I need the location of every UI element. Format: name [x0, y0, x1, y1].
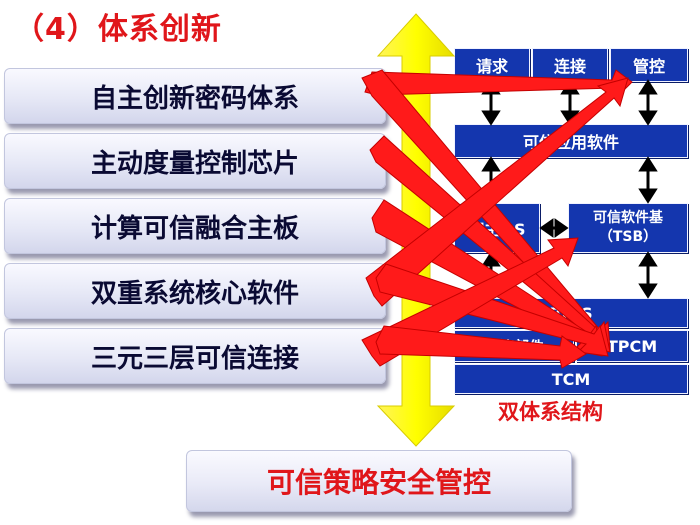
feature-measurement-chip: 主动度量控制芯片	[4, 133, 386, 189]
red-arrows	[361, 69, 633, 369]
arch-connect-box: 连接	[532, 48, 608, 82]
feature-mainboard: 计算可信融合主板	[4, 198, 386, 254]
dual-architecture-caption: 双体系结构	[498, 400, 603, 424]
policy-control-box: 可信策略安全管控	[186, 450, 572, 512]
arch-tcm-box: TCM	[454, 364, 688, 394]
feature-crypto-system: 自主创新密码体系	[4, 68, 386, 124]
feature-dual-system-software: 双重系统核心软件	[4, 263, 386, 319]
arch-tsb-box: 可信软件基 （TSB）	[568, 203, 688, 253]
page-title: （4）体系创新	[14, 12, 222, 47]
feature-trusted-connection: 三元三层可信连接	[4, 328, 386, 384]
